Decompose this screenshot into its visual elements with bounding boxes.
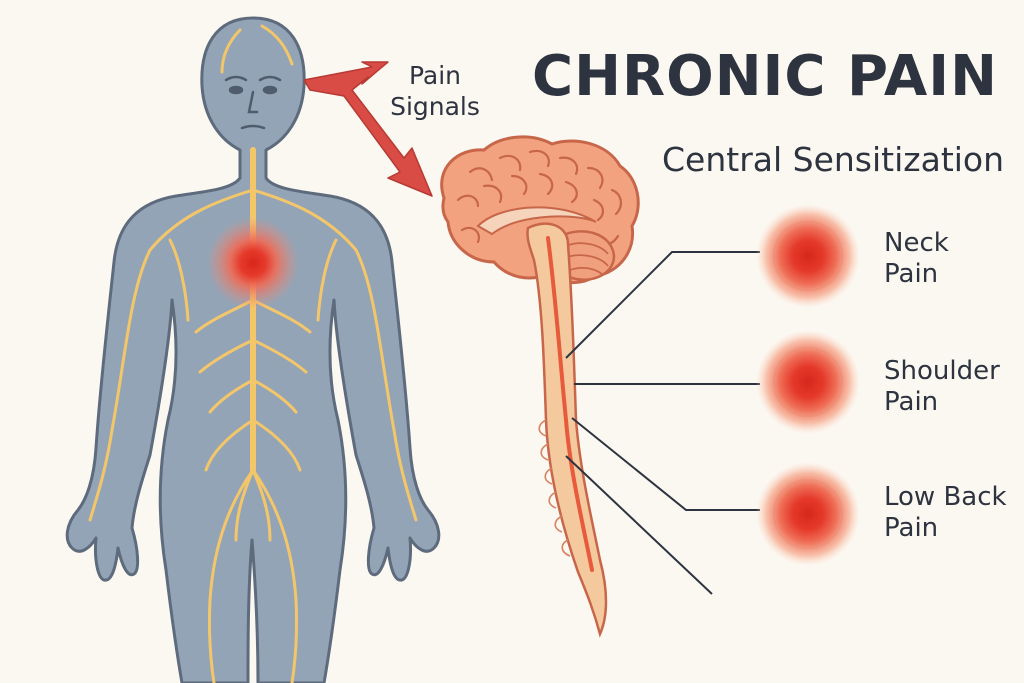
page-title: CHRONIC PAIN <box>532 44 998 109</box>
neck-pain-line1: Neck <box>884 228 949 258</box>
shoulder-pain-line2: Pain <box>884 387 939 417</box>
low-back-pain-label: Low Back Pain <box>884 482 1024 544</box>
shoulder-pain-marker <box>756 330 860 434</box>
low-back-pain-marker <box>756 462 860 566</box>
low-back-pain-line2: Pain <box>884 513 939 543</box>
spinal-cord <box>526 222 608 638</box>
face <box>224 75 282 130</box>
connector-lines <box>565 251 760 595</box>
pain-signals-line2: Signals <box>390 92 480 121</box>
shoulder-pain-label: Shoulder Pain <box>884 356 1024 418</box>
neck-pain-line2: Pain <box>884 259 939 289</box>
low-back-pain-line1: Low Back <box>884 482 1007 512</box>
connector-low-back <box>571 417 760 511</box>
pain-signals-label: Pain Signals <box>380 60 490 122</box>
connector-neck <box>565 251 760 359</box>
pain-signal-arrow <box>303 61 433 197</box>
connector-extra <box>565 455 713 595</box>
brain <box>440 135 640 284</box>
neck-pain-label: Neck Pain <box>884 228 1024 290</box>
pain-markers <box>756 204 860 566</box>
page-subtitle: Central Sensitization <box>662 140 1005 179</box>
shoulder-pain-line1: Shoulder <box>884 356 1000 386</box>
chest-pain-hotspot <box>207 217 299 309</box>
pain-signals-line1: Pain <box>408 61 462 90</box>
nerve-network <box>88 24 418 683</box>
neck-pain-marker <box>756 204 860 308</box>
